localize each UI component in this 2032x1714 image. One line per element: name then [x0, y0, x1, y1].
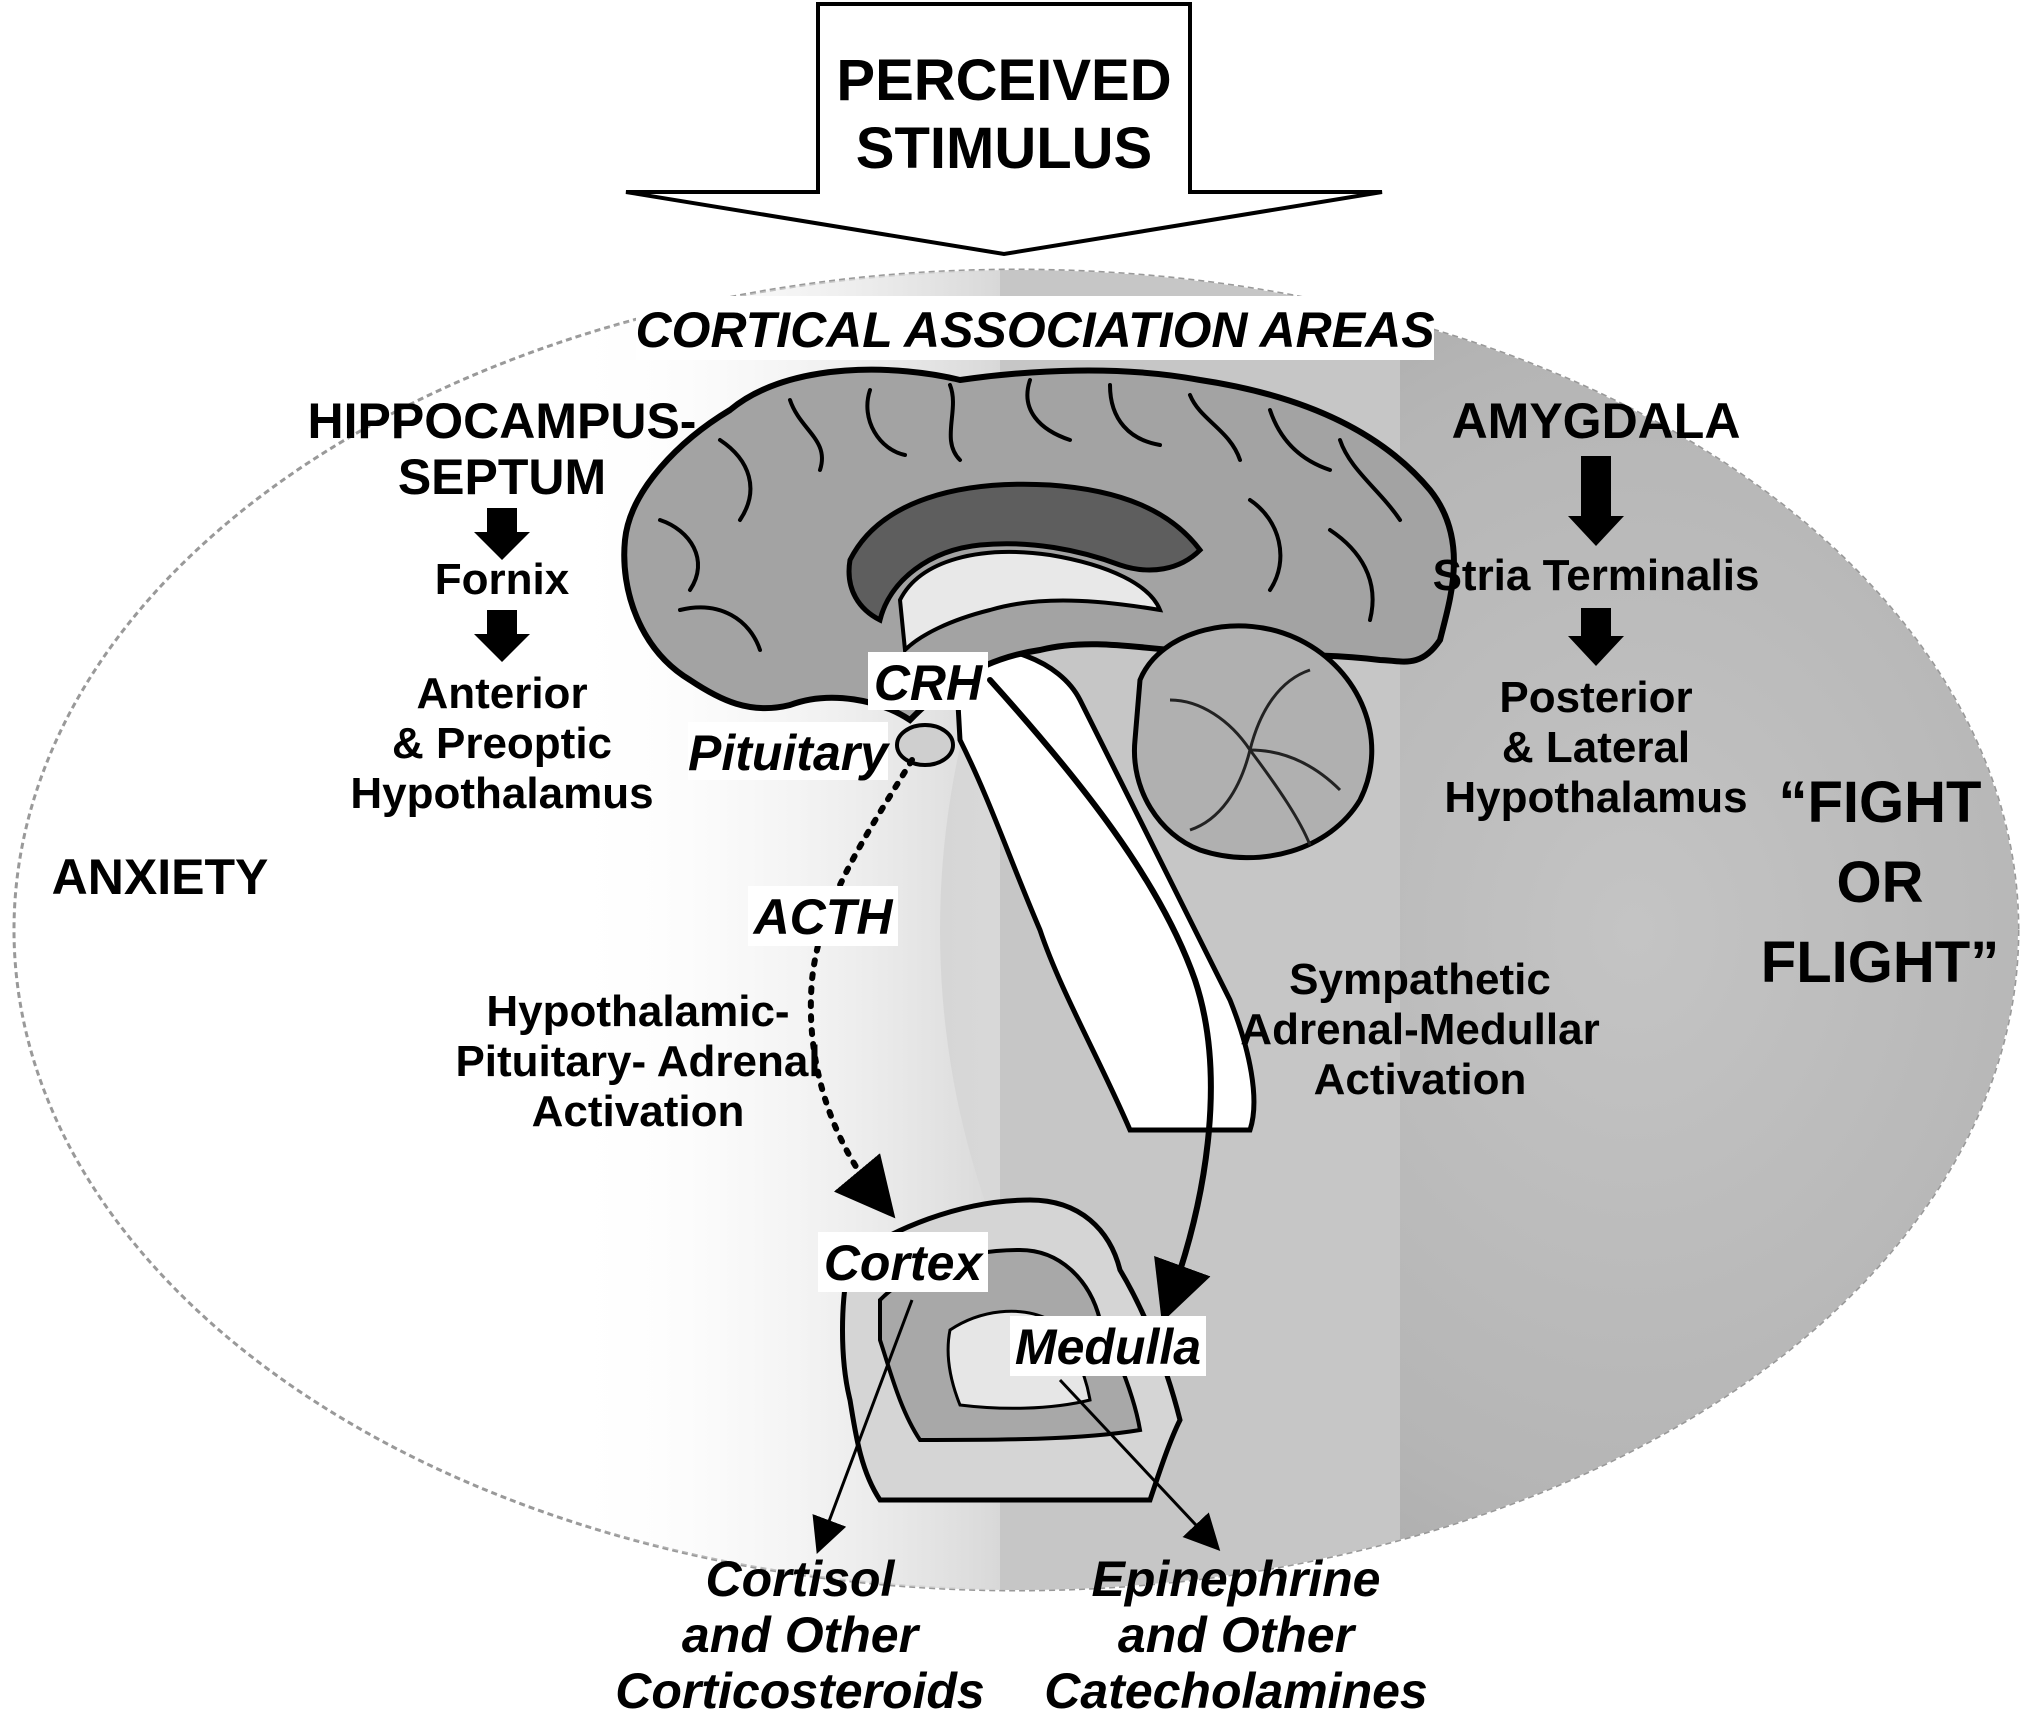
cortical-label-bg	[636, 296, 1434, 360]
fight-or-flight-line1: “FIGHT	[1779, 770, 1982, 835]
hippocampus-septum-line1: HIPPOCAMPUS-	[308, 393, 697, 449]
epinephrine-line2: and Other	[1118, 1607, 1357, 1663]
hpa-activation-line2: Pituitary- Adrenal	[455, 1037, 820, 1086]
cortisol-line2: and Other	[682, 1607, 921, 1663]
down-arrow-icon	[1568, 456, 1624, 546]
brain-stem	[952, 644, 1257, 1133]
pituitary-gland	[895, 723, 955, 767]
stimulus-line2: STIMULUS	[856, 116, 1152, 181]
sam-activation-line3: Activation	[1314, 1055, 1527, 1104]
cortisol-line3: Corticosteroids	[615, 1663, 985, 1714]
stria-terminalis-label: Stria Terminalis	[1433, 551, 1760, 600]
cortisol-output-arrow	[812, 1299, 914, 1555]
corpus-callosum	[846, 481, 1204, 624]
acth-label: ACTH	[752, 889, 894, 945]
hippocampus-septum-line2: SEPTUM	[398, 449, 606, 505]
posterior-hypothalamus-line1: Posterior	[1499, 673, 1692, 722]
cortical-association-areas: CORTICAL ASSOCIATION AREAS	[635, 302, 1434, 358]
fight-or-flight-line2: OR	[1837, 850, 1924, 915]
down-arrow-icon	[474, 610, 530, 662]
stimulus-arrow	[625, 2, 1383, 257]
medulla-label-bg	[1010, 1316, 1206, 1376]
down-arrow-icon	[474, 508, 530, 560]
anxiety-label: ANXIETY	[52, 849, 269, 905]
cerebellum-arbor	[1169, 668, 1342, 846]
crh-label: CRH	[874, 655, 983, 711]
sam-activation-line2: Adrenal-Medullar	[1240, 1005, 1599, 1054]
hpa-activation-line3: Activation	[532, 1087, 745, 1136]
crh-label-bg	[868, 652, 988, 710]
hpa-axis-arrow	[807, 757, 915, 1219]
brain-gyri	[658, 378, 1402, 652]
pituitary-label: Pituitary	[688, 725, 890, 781]
stimulus-line1: PERCEIVED	[836, 48, 1171, 113]
epinephrine-line1: Epinephrine	[1092, 1551, 1381, 1607]
sam-axis-arrow	[987, 677, 1214, 1323]
anterior-hypothalamus-line3: Hypothalamus	[350, 769, 653, 818]
hpa-activation-line1: Hypothalamic-	[486, 987, 789, 1036]
acth-label-bg	[748, 886, 898, 946]
cortex-label-bg	[818, 1232, 988, 1292]
lateral-ventricle	[897, 550, 1164, 655]
sam-activation-line1: Sympathetic	[1289, 955, 1551, 1004]
fornix-label: Fornix	[435, 555, 570, 604]
cortisol-line1: Cortisol	[706, 1551, 896, 1607]
anterior-hypothalamus-line1: Anterior	[416, 669, 587, 718]
epinephrine-line3: Catecholamines	[1044, 1663, 1427, 1714]
down-arrow-icon	[1568, 608, 1624, 666]
epinephrine-output-arrow	[1058, 1378, 1221, 1551]
posterior-hypothalamus-line3: Hypothalamus	[1444, 773, 1747, 822]
posterior-hypothalamus-line2: & Lateral	[1502, 723, 1690, 772]
amygdala-label: AMYGDALA	[1452, 393, 1741, 449]
fight-or-flight-line3: FLIGHT”	[1761, 930, 1999, 995]
medulla-label: Medulla	[1015, 1319, 1201, 1375]
cortex-label: Cortex	[824, 1235, 985, 1291]
anterior-hypothalamus-line2: & Preoptic	[392, 719, 612, 768]
pituitary-label-bg	[688, 722, 888, 780]
